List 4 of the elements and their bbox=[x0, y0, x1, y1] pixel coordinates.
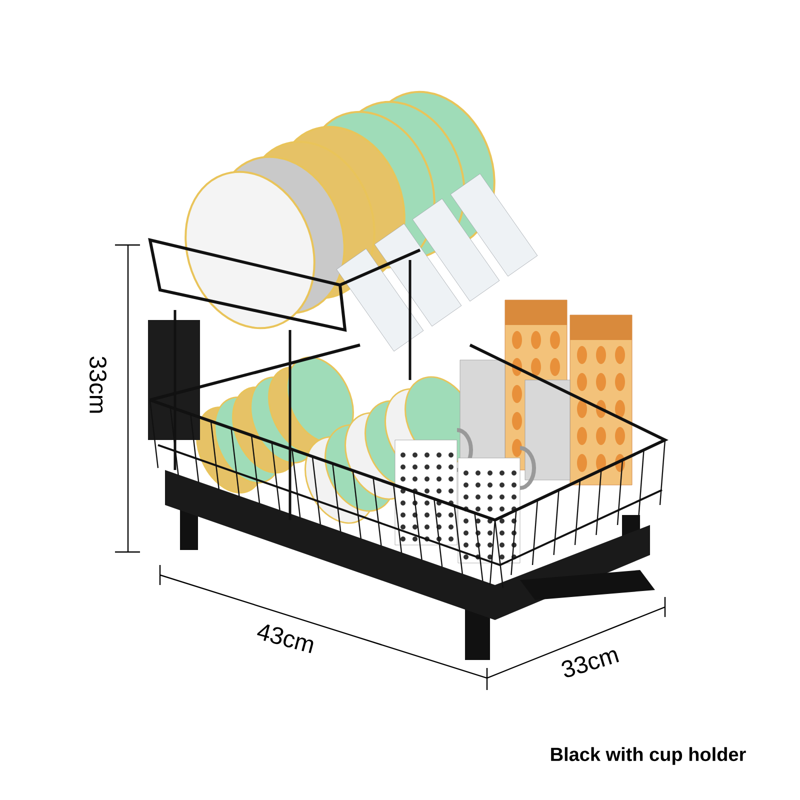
dimension-label: 43cm bbox=[257, 624, 314, 654]
caption: Black with cup holder bbox=[551, 747, 746, 765]
dimension-label: 33cm bbox=[90, 356, 106, 413]
dimension-label: 33cm bbox=[562, 650, 619, 678]
